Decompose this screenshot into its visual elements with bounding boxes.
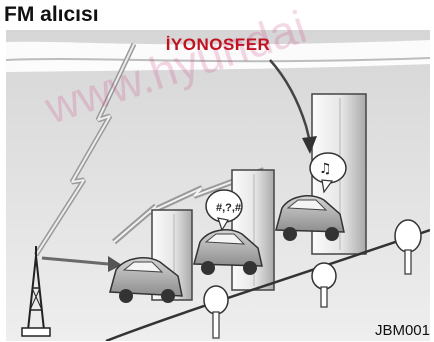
figure-code: JBM001 <box>375 322 430 339</box>
fm-reception-diagram: #,?,# ♫ İYONOSFER JBM001 <box>6 30 430 341</box>
noise-glyphs: #,?,# <box>216 202 241 214</box>
music-note-icon: ♫ <box>319 161 332 177</box>
page-title: FM alıcısı <box>4 0 99 30</box>
diagram-artwork: #,?,# ♫ <box>6 30 430 341</box>
ionosphere-label: İYONOSFER <box>6 35 430 55</box>
